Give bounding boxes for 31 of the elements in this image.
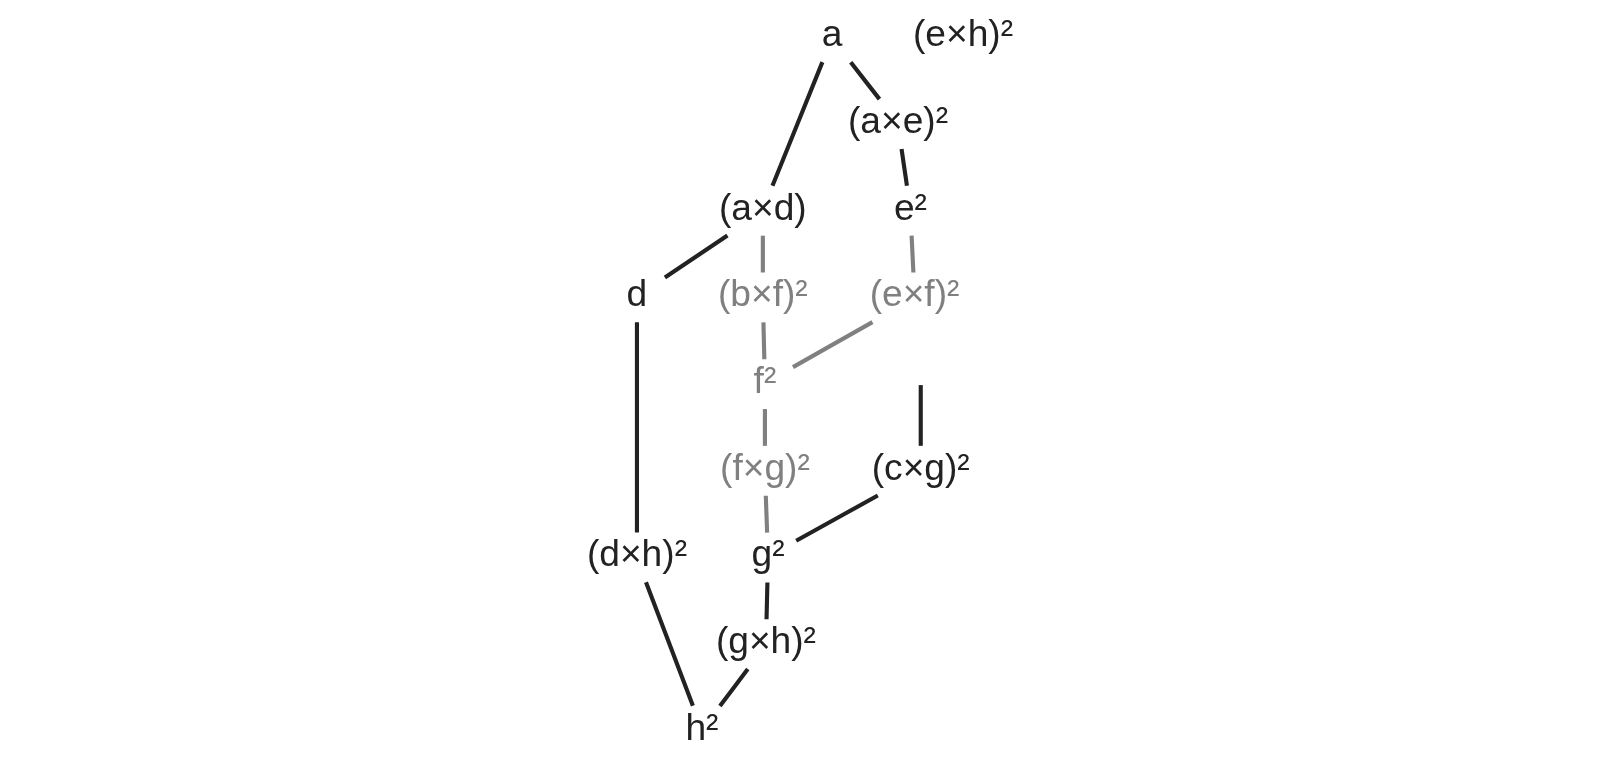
node-text: (g×h)² xyxy=(715,619,816,662)
connector xyxy=(764,582,770,620)
node-text: h² xyxy=(685,705,719,748)
node-text: (d×h)² xyxy=(586,532,687,575)
node-text: g² xyxy=(751,532,785,575)
connector xyxy=(760,235,765,273)
connector xyxy=(795,493,879,543)
connector xyxy=(899,148,909,187)
node-text: (e×h)² xyxy=(913,12,1014,55)
connector xyxy=(663,233,729,280)
connector xyxy=(791,320,874,369)
connector xyxy=(849,61,882,101)
connector xyxy=(644,581,695,707)
node-text: a xyxy=(821,12,843,55)
connector xyxy=(909,235,916,273)
node-text: (a×e)² xyxy=(847,99,949,142)
connector xyxy=(918,385,923,446)
node-text: d xyxy=(626,272,648,315)
connector xyxy=(762,409,767,446)
node-text: (f×g)² xyxy=(720,445,810,488)
node-text: e² xyxy=(893,185,927,228)
node-text: (e×f)² xyxy=(869,272,960,315)
node-text: (b×f)² xyxy=(717,272,808,315)
node-text: (a×d) xyxy=(718,185,807,228)
connector xyxy=(770,61,825,187)
connector xyxy=(718,667,750,708)
connector xyxy=(763,495,770,533)
connector xyxy=(634,322,639,533)
connector xyxy=(761,322,767,360)
node-text: (c×g)² xyxy=(871,445,970,488)
node-text: f² xyxy=(753,359,777,402)
